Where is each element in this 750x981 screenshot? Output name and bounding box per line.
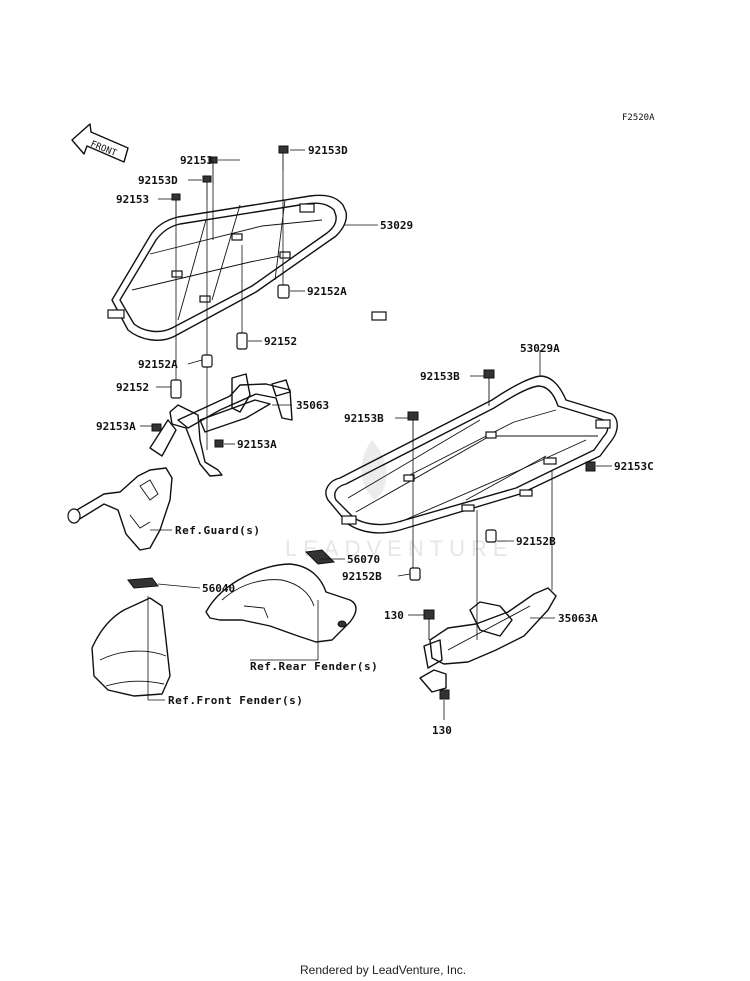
label-92152B-left: 92152B	[342, 570, 382, 583]
label-130-bottom: 130	[432, 724, 452, 737]
decal-56040	[127, 577, 159, 589]
bolt-130-top	[423, 609, 435, 640]
bolt-92153B-mid	[407, 411, 419, 445]
label-56070: 56070	[347, 553, 380, 566]
label-92152A-left: 92152A	[138, 358, 178, 371]
bolt-92153-top	[208, 156, 218, 184]
label-56040: 56040	[202, 582, 235, 595]
leader-lines	[140, 149, 612, 720]
front-arrow-icon: FRONT	[71, 123, 129, 163]
bolt-92153D-left	[202, 175, 212, 200]
bolt-130-bottom	[439, 689, 450, 700]
ref-guard: Ref.Guard(s)	[175, 524, 260, 537]
label-92153-left: 92153	[116, 193, 149, 206]
bolt-axes-lower	[412, 445, 553, 640]
label-53029A: 53029A	[520, 342, 560, 355]
label-92153C: 92153C	[614, 460, 654, 473]
label-92153A-left: 92153A	[96, 420, 136, 433]
label-53029: 53029	[380, 219, 413, 232]
label-92152-mid: 92152	[264, 335, 297, 348]
carrier-53029	[107, 194, 387, 341]
label-92153-top: 92153	[180, 154, 213, 167]
bolt-92153B-top	[483, 369, 495, 406]
ref-front-fender: Ref.Front Fender(s)	[168, 694, 303, 707]
guard-partial	[67, 467, 173, 551]
carrier-53029A	[325, 375, 618, 534]
collar-92152A-right	[277, 284, 290, 299]
bolt-92153A-right	[214, 439, 224, 448]
label-92153B-mid: 92153B	[344, 412, 384, 425]
footer-credit: Rendered by LeadVenture, Inc.	[300, 963, 466, 977]
label-92153A-right: 92153A	[237, 438, 277, 451]
bolt-axes-upper	[175, 170, 284, 450]
bolt-92153D-top	[278, 145, 289, 170]
label-92153D-top: 92153D	[308, 144, 348, 157]
label-92152B-right: 92152B	[516, 535, 556, 548]
label-92153D-left: 92153D	[138, 174, 178, 187]
bolt-92153C	[585, 461, 596, 472]
bolt-92153A-left	[151, 423, 162, 432]
label-92152A-right: 92152A	[307, 285, 347, 298]
front-fender-partial	[91, 597, 171, 697]
decal-56070	[304, 549, 336, 565]
label-130-top: 130	[384, 609, 404, 622]
bracket-35063	[149, 373, 293, 477]
label-35063A: 35063A	[558, 612, 598, 625]
watermark: LEADVENTURE	[285, 440, 508, 561]
ref-rear-fender: Ref.Rear Fender(s)	[250, 660, 378, 673]
label-92152-left: 92152	[116, 381, 149, 394]
rear-fender-partial	[205, 563, 357, 643]
label-92153B-top: 92153B	[420, 370, 460, 383]
collar-92152B-left	[409, 567, 421, 581]
collar-92152-mid	[236, 332, 248, 350]
label-35063: 35063	[296, 399, 329, 412]
collar-92152A-left	[201, 354, 213, 368]
bracket-35063A	[419, 587, 557, 693]
collar-92152-left	[170, 379, 182, 399]
bolt-92153-left	[171, 193, 181, 222]
figure-code: F2520A	[622, 113, 655, 123]
collar-92152B-right	[485, 529, 497, 543]
